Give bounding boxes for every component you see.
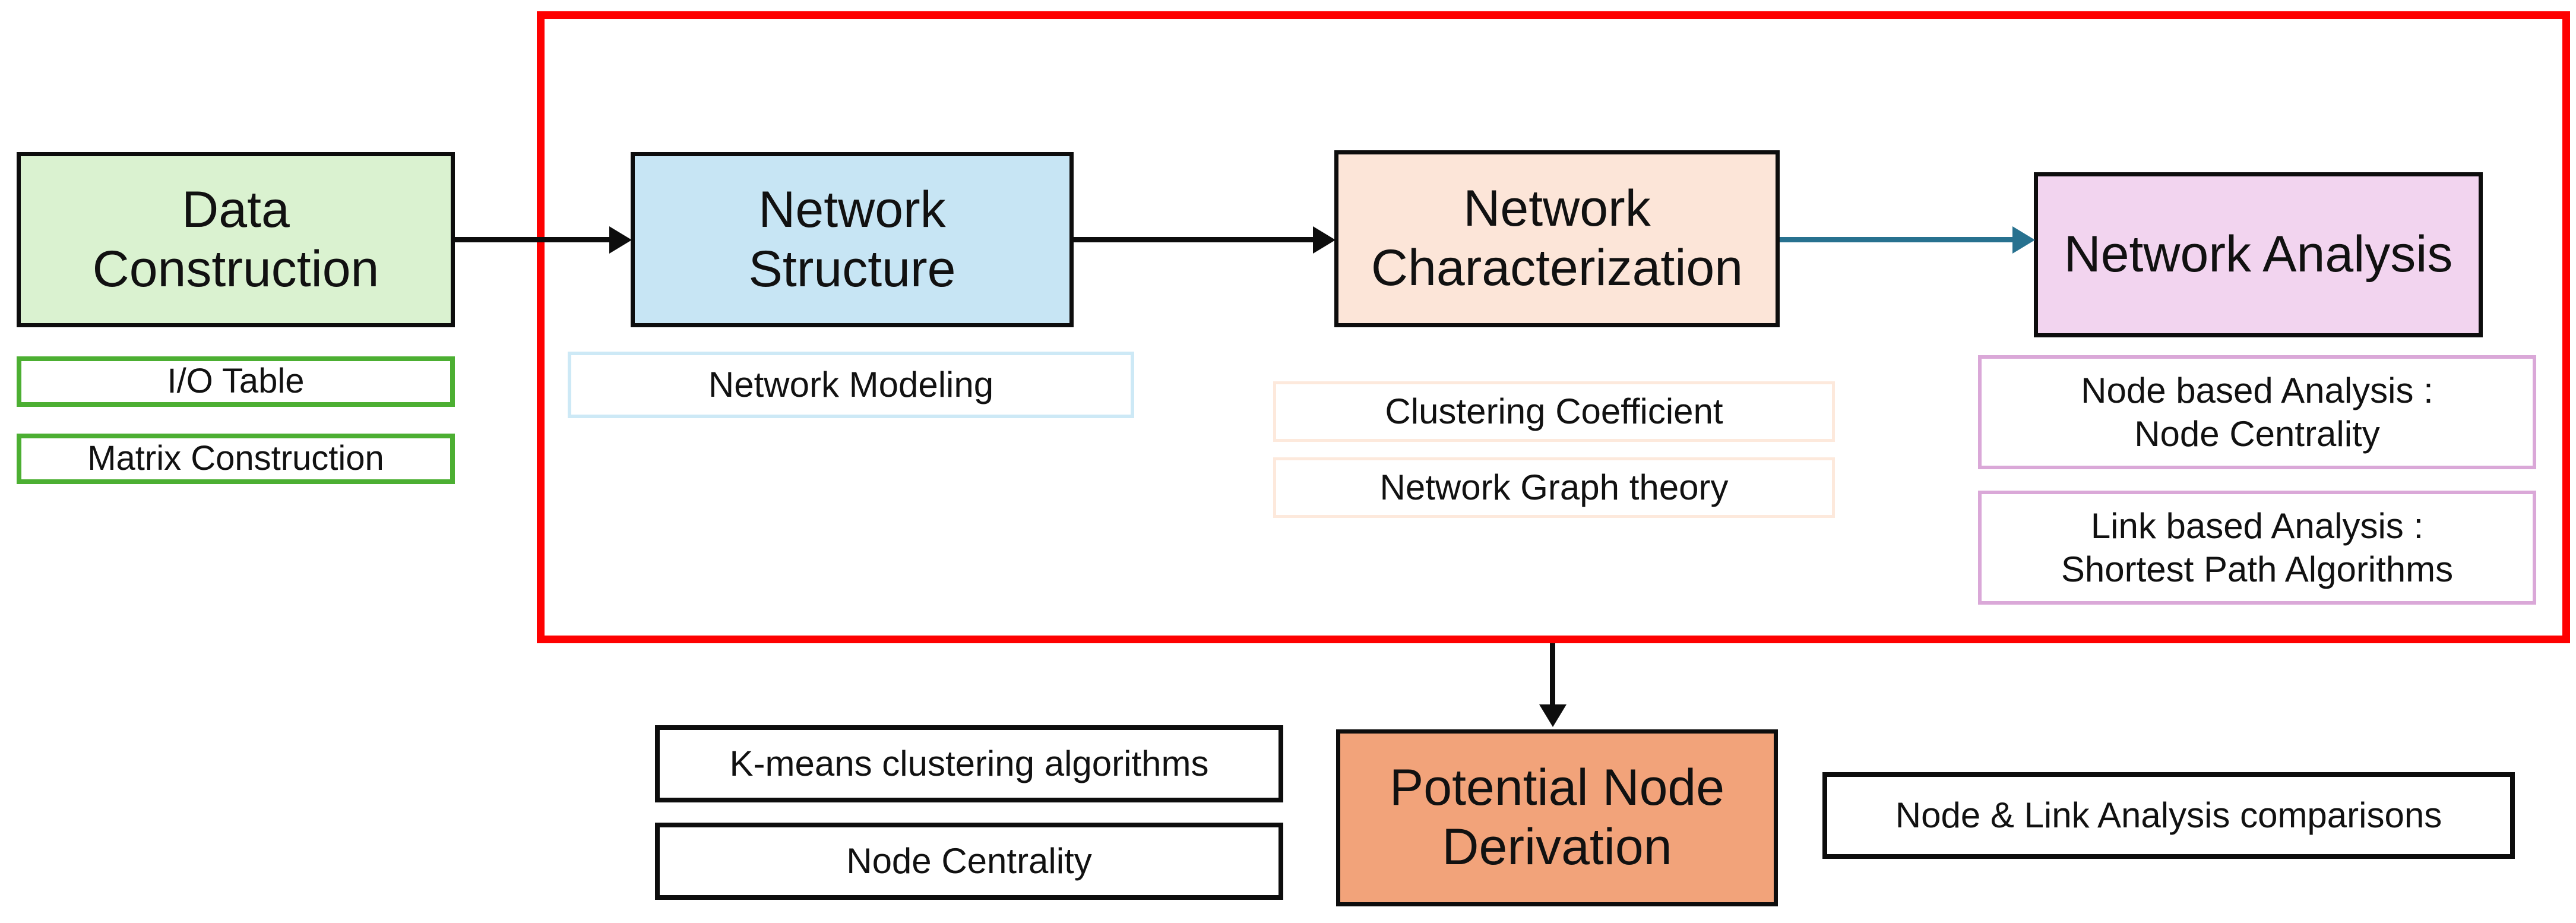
stage-label: Network Characterization [1371, 180, 1743, 296]
sub-network-graph-theory: Network Graph theory [1273, 457, 1835, 518]
sub-clustering-coefficient: Clustering Coefficient [1273, 381, 1835, 442]
stage-network-structure: Network Structure [631, 152, 1074, 327]
arrow-characterization-to-analysis-head [2012, 226, 2035, 254]
sub-label: Node Centrality [846, 841, 1092, 881]
arrow-characterization-to-analysis-line [1780, 237, 2014, 242]
sub-matrix-construction: Matrix Construction [17, 434, 455, 484]
highlight-frame [537, 11, 2570, 643]
sub-network-modeling: Network Modeling [568, 352, 1134, 418]
stage-potential-node-derivation: Potential Node Derivation [1336, 729, 1778, 906]
arrow-data-to-structure-line [455, 237, 610, 242]
sub-label: K-means clustering algorithms [729, 744, 1209, 784]
sub-node-based-analysis: Node based Analysis : Node Centrality [1978, 355, 2536, 469]
stage-network-characterization: Network Characterization [1334, 150, 1780, 327]
sub-label: Network Graph theory [1379, 467, 1729, 508]
sub-label: Node based Analysis : Node Centrality [2081, 370, 2433, 454]
arrow-data-to-structure-head [609, 226, 632, 254]
sub-kmeans-clustering: K-means clustering algorithms [655, 725, 1283, 802]
stage-network-analysis: Network Analysis [2034, 172, 2483, 337]
stage-label: Network Structure [748, 181, 956, 298]
sub-label: Matrix Construction [87, 439, 384, 478]
arrow-structure-to-characterization-head [1313, 226, 1336, 254]
sub-label: Link based Analysis : Shortest Path Algo… [2061, 505, 2454, 589]
arrow-down-to-potential-node-head [1539, 704, 1567, 727]
stage-label: Data Construction [92, 181, 379, 298]
arrow-down-to-potential-node-line [1550, 643, 1555, 706]
sub-label: Node & Link Analysis comparisons [1895, 795, 2442, 836]
stage-label: Potential Node Derivation [1389, 759, 1725, 875]
sub-io-table: I/O Table [17, 356, 455, 407]
sub-label: Network Modeling [708, 365, 994, 405]
sub-label: Clustering Coefficient [1385, 391, 1723, 432]
stage-data-construction: Data Construction [17, 152, 455, 327]
stage-label: Network Analysis [2064, 226, 2453, 283]
sub-label: I/O Table [167, 362, 305, 401]
sub-node-link-comparisons: Node & Link Analysis comparisons [1822, 772, 2515, 859]
arrow-structure-to-characterization-line [1074, 237, 1314, 242]
sub-link-based-analysis: Link based Analysis : Shortest Path Algo… [1978, 491, 2536, 605]
sub-node-centrality: Node Centrality [655, 823, 1283, 900]
